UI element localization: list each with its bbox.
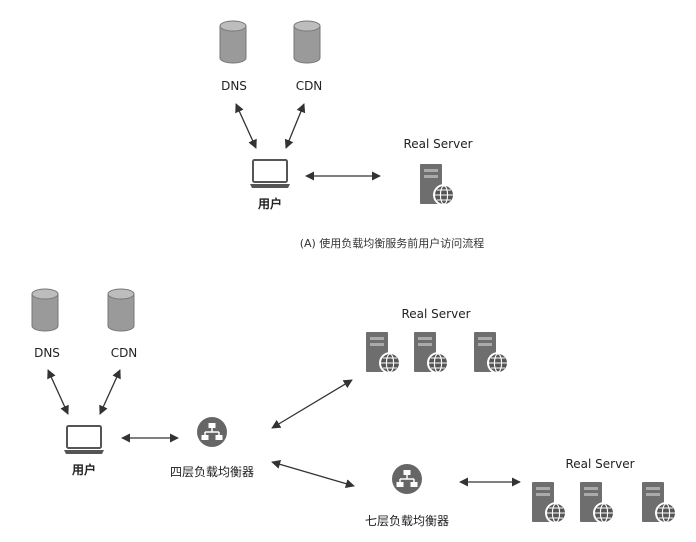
- server-group1-label: Real Server: [401, 307, 470, 321]
- bottom-dns-database-icon: [31, 288, 59, 332]
- bottom-user-label: 用户: [71, 462, 96, 477]
- top-cdn-label: CDN: [296, 79, 323, 93]
- bottom-arrow-l4-servers: [271, 379, 353, 429]
- server-group2-label: Real Server: [565, 457, 634, 471]
- server-group1-server-3-icon: [473, 331, 510, 375]
- server-group2-server-2-icon: [579, 481, 616, 525]
- server-group1-server-1-icon: [365, 331, 402, 375]
- bottom-dns-label: DNS: [34, 346, 60, 360]
- bottom-arrow-cdn-user: [99, 369, 121, 415]
- top-dns-database-icon: [219, 20, 247, 64]
- bottom-arrow-l4-l7: [271, 459, 355, 489]
- top-user-label: 用户: [257, 196, 282, 211]
- top-caption: (A) 使用负载均衡服务前用户访问流程: [300, 236, 485, 250]
- top-real-server-icon: [419, 163, 456, 207]
- server-group2-server-1-icon: [531, 481, 568, 525]
- top-real-server-label: Real Server: [403, 137, 472, 151]
- bottom-arrow-dns-user: [47, 369, 69, 415]
- top-arrow-dns-user: [235, 103, 257, 149]
- top-arrow-cdn-user: [284, 103, 306, 149]
- top-cdn-database-icon: [293, 20, 321, 64]
- top-dns-label: DNS: [221, 79, 247, 93]
- l4-load-balancer-label: 四层负载均衡器: [170, 465, 254, 479]
- server-group1-server-2-icon: [413, 331, 450, 375]
- bottom-user-laptop-icon: [63, 425, 105, 455]
- top-user-laptop-icon: [249, 159, 291, 189]
- bottom-cdn-database-icon: [107, 288, 135, 332]
- l7-load-balancer-icon: [391, 463, 423, 495]
- server-group2-server-3-icon: [641, 481, 678, 525]
- bottom-cdn-label: CDN: [111, 346, 138, 360]
- l7-load-balancer-label: 七层负载均衡器: [365, 514, 449, 528]
- l4-load-balancer-icon: [196, 416, 228, 448]
